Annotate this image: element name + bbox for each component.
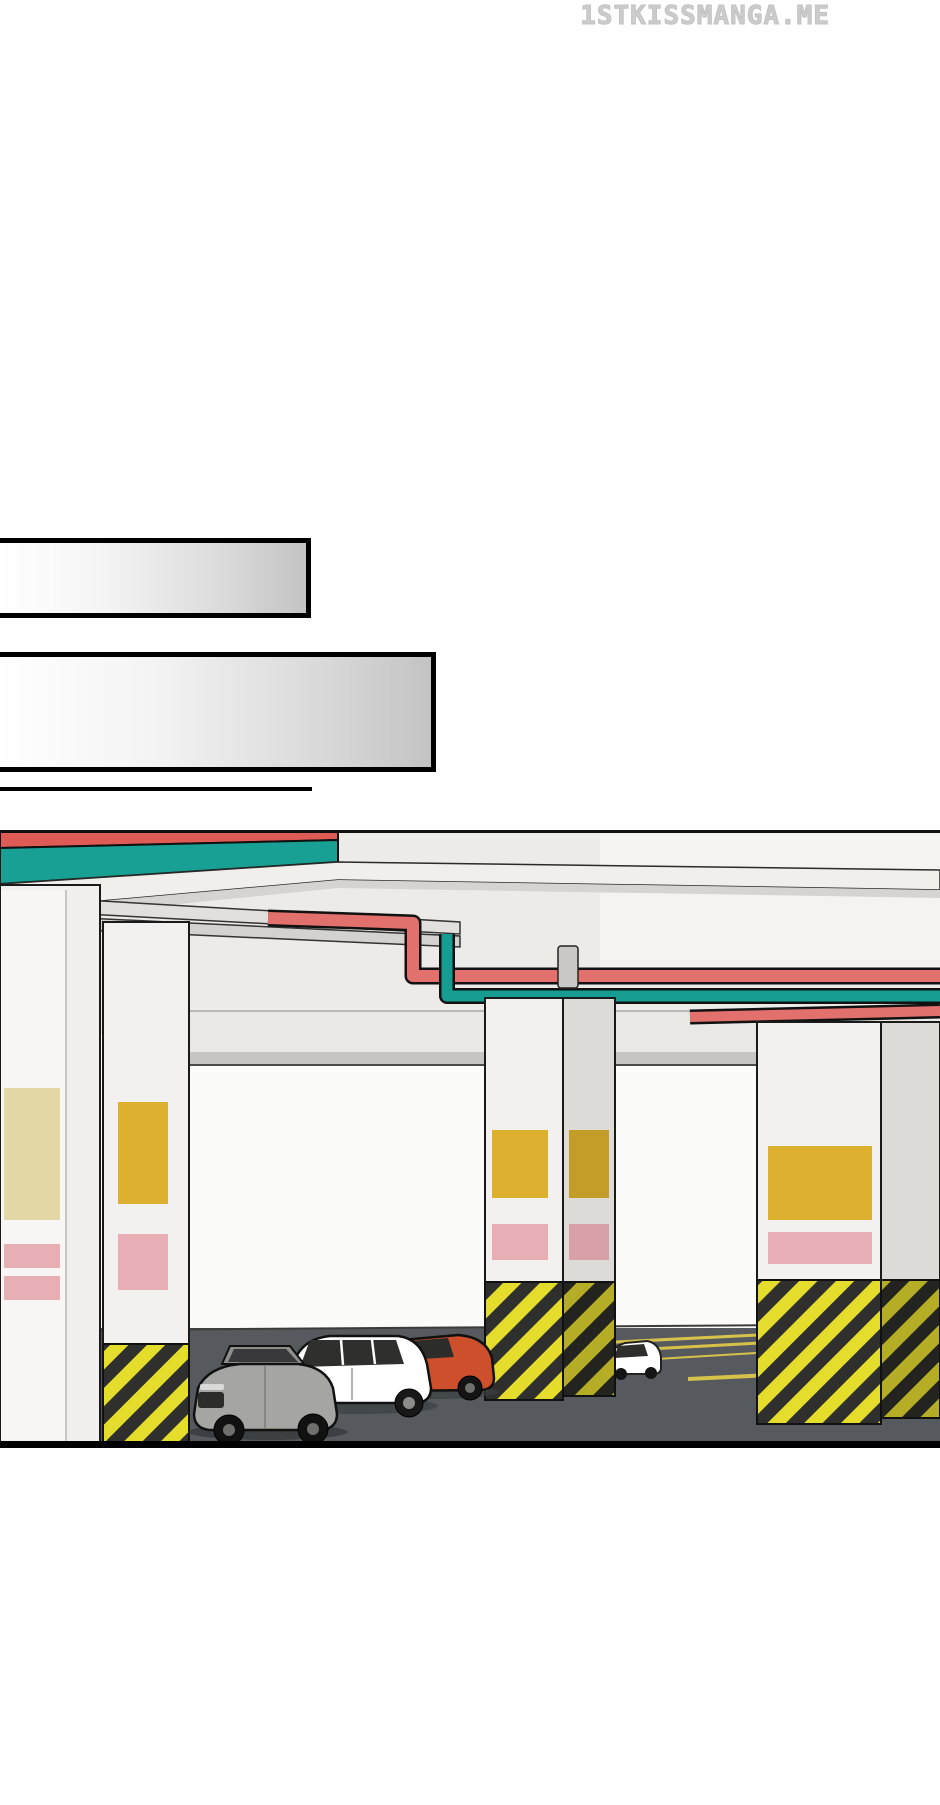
narration-box-2 — [0, 652, 436, 772]
roof-fascia-shadow — [0, 880, 940, 922]
sign-pink-side — [569, 1224, 609, 1260]
sign-pink-stripe — [4, 1244, 60, 1268]
pillar-left — [102, 921, 190, 1446]
car-sedan — [188, 1345, 348, 1446]
comic-panel — [0, 830, 940, 1448]
sign-tan — [4, 1088, 60, 1220]
sign-pink — [118, 1234, 168, 1290]
ceiling-beam — [188, 1010, 760, 1066]
site-watermark: 1STKISSMANGA.ME — [580, 1, 830, 32]
hazard-base — [102, 1343, 190, 1446]
back-wall — [188, 1064, 760, 1330]
left-wall-column — [0, 884, 101, 1446]
sign-pink-stripe — [4, 1276, 60, 1300]
narration-box-1 — [0, 538, 311, 618]
panel-edge-line — [0, 787, 312, 791]
ceiling-pipes — [84, 899, 940, 1025]
teal-pipe — [441, 934, 940, 1002]
sign-yellow-side — [569, 1130, 609, 1198]
hazard-base-side — [562, 1281, 616, 1397]
hazard-base — [756, 1279, 882, 1425]
panel-bottom-border — [0, 1441, 940, 1448]
sign-yellow — [768, 1146, 872, 1220]
pillar-right — [756, 1021, 940, 1425]
sign-pink — [768, 1232, 872, 1264]
hazard-base — [484, 1281, 564, 1401]
parking-garage-illustration — [0, 830, 940, 1448]
panel-top-border — [0, 830, 940, 833]
sign-yellow — [492, 1130, 548, 1198]
hazard-base-side — [880, 1279, 940, 1419]
sign-pink — [492, 1224, 548, 1260]
roof-edge — [0, 830, 940, 922]
roof-fascia — [0, 861, 940, 911]
pillar-center — [484, 997, 616, 1401]
pipe-coupling — [557, 945, 579, 989]
red-pipe — [267, 912, 940, 982]
sign-yellow — [118, 1102, 168, 1204]
garage-interior — [0, 830, 940, 1448]
red-pipe-lower — [689, 1006, 940, 1022]
